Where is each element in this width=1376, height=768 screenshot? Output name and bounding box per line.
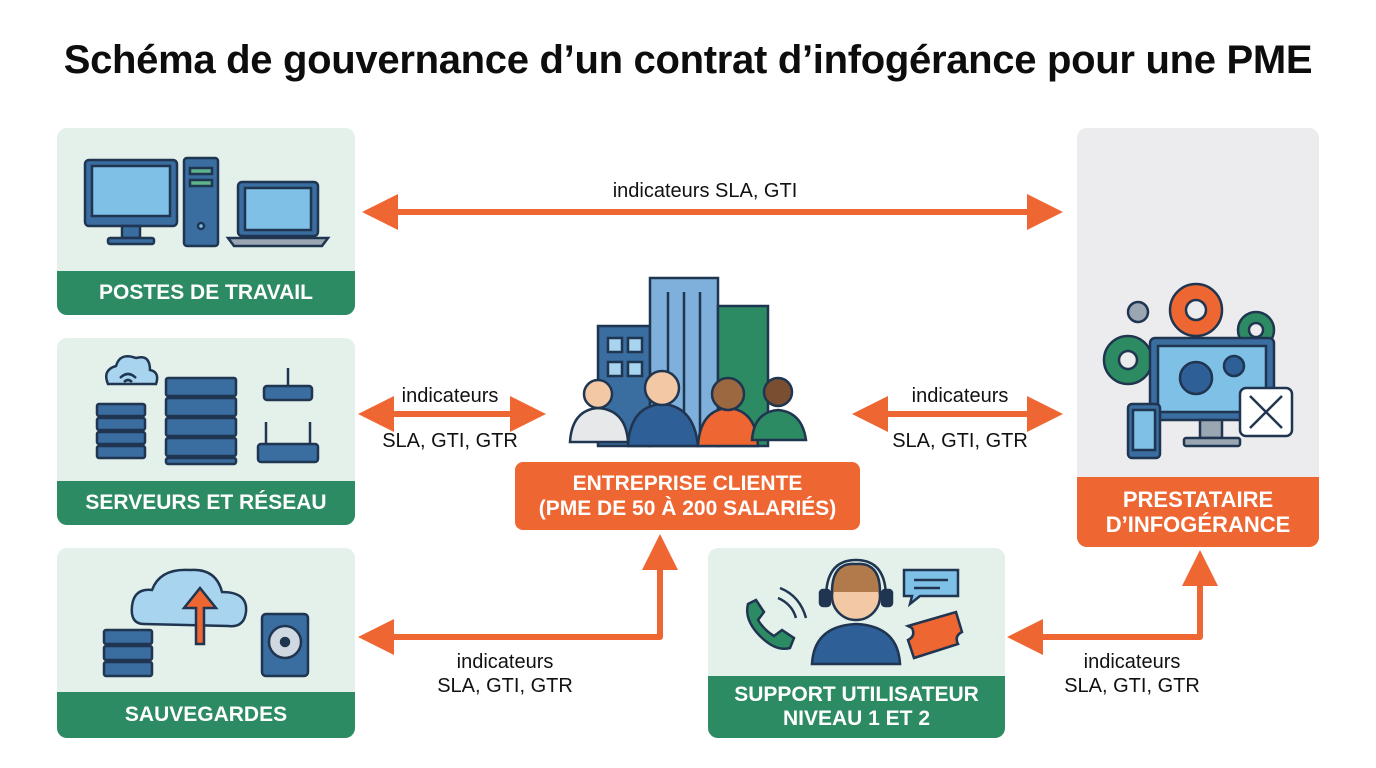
edge-label-bottom-right-2: SLA, GTI, GTR <box>1064 675 1200 697</box>
arrow-bottom-left <box>358 534 678 655</box>
label-serveurs-et-reseau: SERVEURS ET RÉSEAU <box>57 481 355 525</box>
label-entreprise-cliente[interactable]: ENTREPRISE CLIENTE (PME DE 50 À 200 SALA… <box>515 462 860 530</box>
team-people-icon <box>568 369 808 448</box>
card-serveurs-et-reseau[interactable]: SERVEURS ET RÉSEAU <box>57 338 355 525</box>
edge-label-left-mid-1: indicateurs <box>401 385 499 407</box>
label-prestataire-line1: PRESTATAIRE <box>1122 486 1274 512</box>
label-client-line1: ENTREPRISE CLIENTE <box>572 471 803 495</box>
label-prestataire: PRESTATAIRE D’INFOGÉRANCE <box>1077 477 1319 547</box>
label-support-utilisateur: SUPPORT UTILISATEUR NIVEAU 1 ET 2 <box>708 676 1005 738</box>
edge-label-bottom-right-1: indicateurs <box>1083 651 1181 673</box>
edge-label-right-mid-1: indicateurs <box>911 385 1009 407</box>
office-buildings-icon <box>596 276 770 448</box>
card-prestataire[interactable]: PRESTATAIRE D’INFOGÉRANCE <box>1077 128 1319 547</box>
label-client-line2: (PME DE 50 À 200 SALARIÉS) <box>538 497 837 520</box>
card-support-utilisateur[interactable]: SUPPORT UTILISATEUR NIVEAU 1 ET 2 <box>708 548 1005 738</box>
page-title: Schéma de gouvernance d’un contrat d’inf… <box>63 38 1313 82</box>
edge-label-top: indicateurs SLA, GTI <box>612 180 798 202</box>
edge-label-left-mid-2: SLA, GTI, GTR <box>382 430 518 452</box>
label-support-line2: NIVEAU 1 ET 2 <box>782 707 931 730</box>
label-prestataire-line2: D’INFOGÉRANCE <box>1105 512 1291 537</box>
label-support-line1: SUPPORT UTILISATEUR <box>734 682 979 706</box>
card-sauvegardes[interactable]: SAUVEGARDES <box>57 548 355 738</box>
arrow-bottom-right <box>1007 550 1218 655</box>
label-postes-de-travail: POSTES DE TRAVAIL <box>57 271 355 315</box>
edge-label-bottom-left-1: indicateurs <box>456 651 554 673</box>
edge-label-right-mid-2: SLA, GTI, GTR <box>892 430 1028 452</box>
label-sauvegardes: SAUVEGARDES <box>57 692 355 738</box>
card-postes-de-travail[interactable]: POSTES DE TRAVAIL <box>57 128 355 315</box>
edge-label-bottom-left-2: SLA, GTI, GTR <box>437 675 573 697</box>
